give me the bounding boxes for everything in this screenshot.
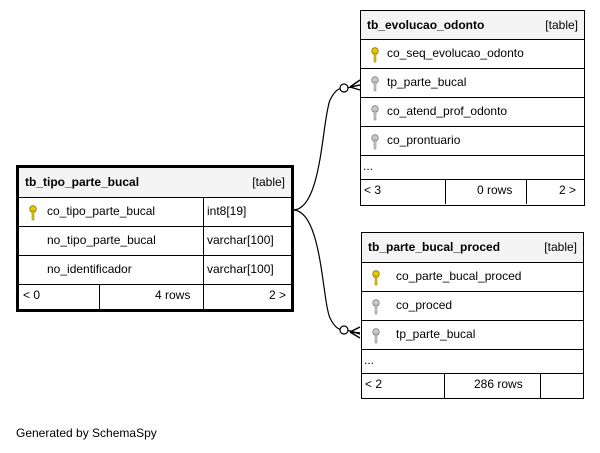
primary-key-icon [29, 205, 37, 221]
column-row[interactable]: no_identificador varchar[100] [19, 256, 291, 285]
footer-divider [444, 374, 445, 398]
foreign-key-icon [371, 134, 379, 150]
primary-key-icon [371, 47, 379, 63]
children-count[interactable]: 2 > [559, 183, 577, 197]
table-header: tb_tipo_parte_bucal [table] [19, 168, 291, 198]
table-footer: < 3 0 rows 2 > [361, 180, 584, 204]
table-tb-tipo-parte-bucal[interactable]: tb_tipo_parte_bucal [table] co_tipo_part… [16, 165, 294, 312]
relation-line-evolucao [292, 84, 361, 211]
foreign-key-icon [372, 328, 380, 344]
row-count: 0 rows [477, 183, 513, 197]
relation-crowfoot-evolucao [349, 79, 361, 91]
ellipsis-text: ... [363, 159, 374, 173]
more-columns-ellipsis: ... [361, 156, 584, 180]
table-name[interactable]: tb_tipo_parte_bucal [25, 175, 140, 189]
column-name: co_atend_prof_odonto [387, 104, 508, 118]
footer-divider [526, 180, 527, 204]
footer-divider [445, 180, 446, 204]
footer-divider [203, 285, 204, 309]
relation-optional-marker-evolucao [339, 83, 349, 93]
children-count[interactable]: 2 > [269, 288, 287, 302]
column-name: tp_parte_bucal [387, 75, 467, 89]
table-header: tb_evolucao_odonto [table] [361, 11, 584, 40]
row-count: 4 rows [155, 288, 191, 302]
column-name: no_tipo_parte_bucal [47, 233, 156, 247]
primary-key-icon [372, 270, 380, 286]
table-name[interactable]: tb_evolucao_odonto [367, 18, 485, 32]
more-columns-ellipsis: ... [362, 350, 583, 374]
column-row[interactable]: co_tipo_parte_bucal int8[19] [19, 198, 291, 227]
parents-count[interactable]: < 2 [365, 377, 383, 391]
column-row[interactable]: co_proced [362, 292, 583, 321]
parents-count[interactable]: < 3 [364, 183, 382, 197]
column-row[interactable]: no_tipo_parte_bucal varchar[100] [19, 227, 291, 256]
parents-count[interactable]: < 0 [23, 288, 41, 302]
table-tb-parte-bucal-proced[interactable]: tb_parte_bucal_proced [table] co_parte_b… [361, 232, 584, 399]
column-row[interactable]: co_atend_prof_odonto [361, 98, 584, 127]
ellipsis-text: ... [364, 353, 375, 367]
column-row[interactable]: co_seq_evolucao_odonto [361, 40, 584, 69]
column-name: no_identificador [47, 262, 132, 276]
column-row[interactable]: co_prontuario [361, 127, 584, 156]
table-kind: [table] [544, 240, 577, 254]
column-row[interactable]: tp_parte_bucal [362, 321, 583, 350]
foreign-key-icon [371, 105, 379, 121]
column-name: co_seq_evolucao_odonto [387, 46, 524, 60]
footer-divider [99, 285, 100, 309]
column-divider [203, 227, 204, 255]
column-name: co_parte_bucal_proced [396, 269, 522, 283]
column-row[interactable]: tp_parte_bucal [361, 69, 584, 98]
footer-divider [540, 374, 541, 398]
column-type: varchar[100] [207, 262, 274, 276]
relation-line-parte [292, 209, 361, 335]
table-header: tb_parte_bucal_proced [table] [362, 233, 583, 263]
relation-optional-marker-parte [339, 325, 349, 335]
foreign-key-icon [371, 76, 379, 92]
column-name: co_prontuario [387, 133, 461, 147]
column-type: varchar[100] [207, 233, 274, 247]
table-footer: < 2 286 rows [362, 374, 583, 398]
generated-by-label: Generated by SchemaSpy [16, 426, 157, 440]
column-name: tp_parte_bucal [396, 327, 476, 341]
table-kind: [table] [545, 18, 578, 32]
table-name[interactable]: tb_parte_bucal_proced [368, 240, 501, 254]
table-footer: < 0 4 rows 2 > [19, 285, 291, 309]
table-tb-evolucao-odonto[interactable]: tb_evolucao_odonto [table] co_seq_evoluc… [360, 10, 585, 206]
column-row[interactable]: co_parte_bucal_proced [362, 263, 583, 292]
column-divider [203, 256, 204, 284]
relation-crowfoot-parte [349, 326, 361, 339]
table-kind: [table] [252, 175, 285, 189]
column-name: co_proced [396, 298, 453, 312]
row-count: 286 rows [474, 377, 523, 391]
column-divider [203, 198, 204, 226]
column-type: int8[19] [207, 204, 247, 218]
foreign-key-icon [372, 299, 380, 315]
column-name: co_tipo_parte_bucal [47, 204, 156, 218]
